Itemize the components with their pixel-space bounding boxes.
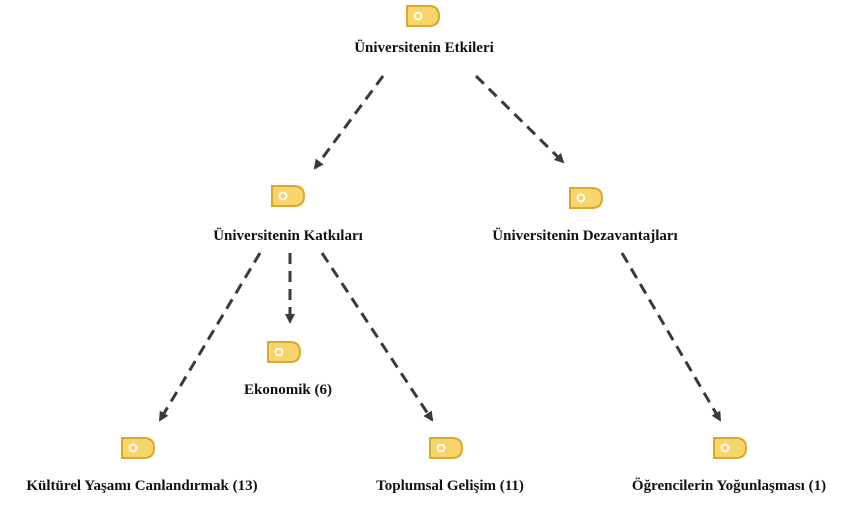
edge-contributions-to-cultural bbox=[158, 252, 262, 422]
edge-root-to-contributions bbox=[313, 75, 385, 170]
edge-root-to-disadvantages bbox=[474, 74, 565, 164]
edge-disadvantages-to-students bbox=[620, 252, 722, 422]
edge-contributions-to-social bbox=[320, 252, 434, 422]
